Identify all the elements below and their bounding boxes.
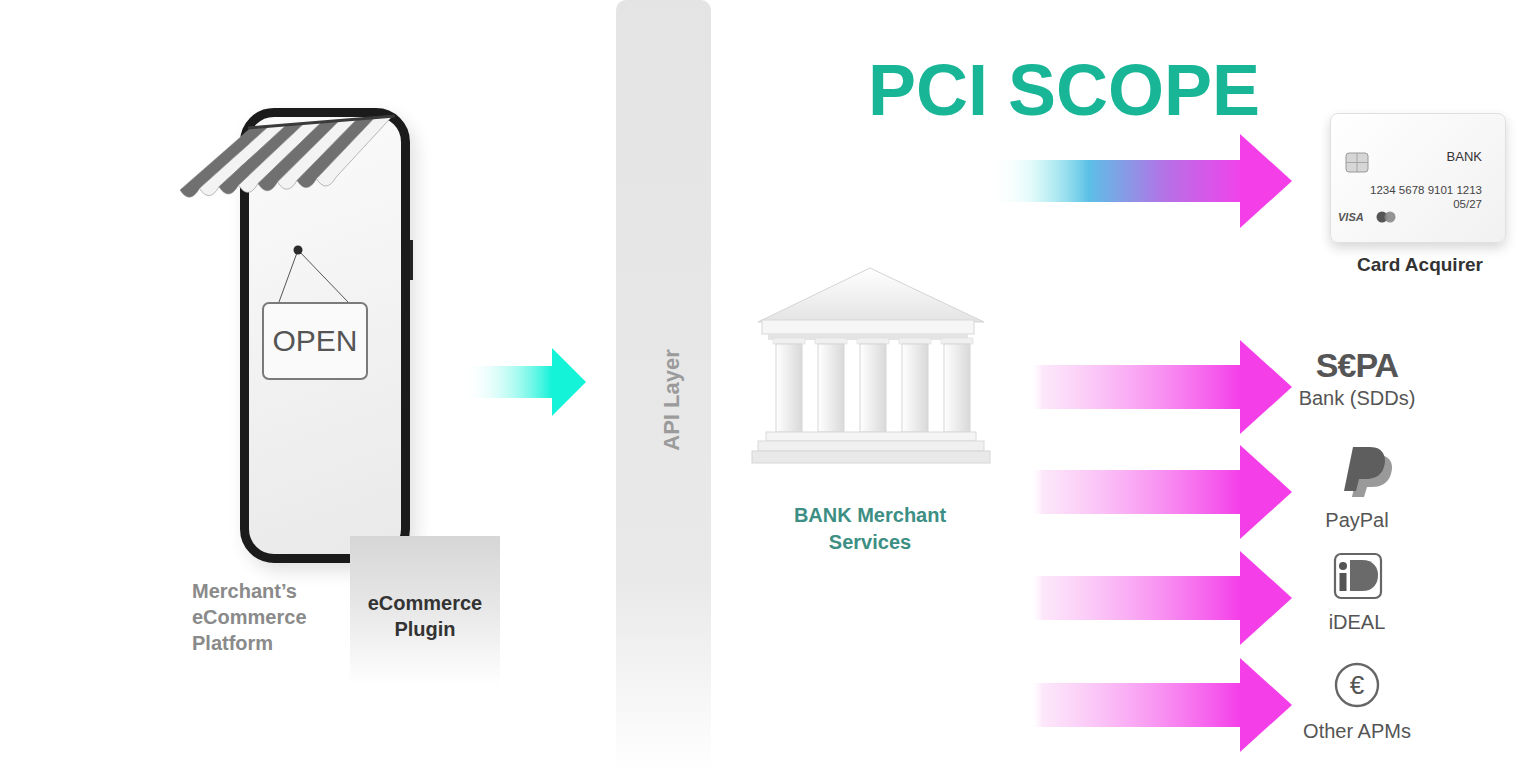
flow-arrow xyxy=(988,445,1292,539)
merchant-services: BANK Merchant Services xyxy=(752,265,988,565)
arrow-head xyxy=(1240,551,1292,645)
arrow-head xyxy=(1240,134,1292,228)
node-text: Bank (SDDs) xyxy=(1280,386,1434,410)
arrow-shaft xyxy=(988,683,1241,727)
node-text: PayPal xyxy=(1280,508,1434,532)
node-text: 1234 5678 9101 1213 xyxy=(1336,183,1482,197)
node-text: eCommerce Plugin xyxy=(350,590,500,642)
node-text: PCI SCOPE xyxy=(868,50,1298,130)
node-text: VISA xyxy=(1338,210,1376,224)
paypal-method: PayPal xyxy=(1290,443,1424,535)
card-brand-mark xyxy=(1377,212,1396,223)
node-text: API Layer xyxy=(659,300,685,500)
node-text: BANK Merchant Services xyxy=(752,502,988,556)
open-sign: OPEN xyxy=(262,302,368,380)
bank-building xyxy=(752,268,990,463)
phone-device: Merchant’s eCommerce PlatformOPEN xyxy=(240,108,410,563)
flow-arrow xyxy=(988,658,1292,752)
api-layer-band: API Layer xyxy=(616,0,711,774)
flow-arrow xyxy=(988,134,1292,228)
text-slot: PayPal xyxy=(1280,508,1434,532)
other-apm-method: €Other APMs xyxy=(1290,660,1424,746)
text-slot: VISA xyxy=(1338,210,1376,224)
payment-card: BANK1234 5678 9101 121305/27VISACard Acq… xyxy=(1330,113,1506,243)
text-slot: PCI SCOPE xyxy=(868,50,1298,130)
node-text: S€PA xyxy=(1280,346,1434,384)
ideal-method: iDEAL xyxy=(1290,550,1424,638)
sepa-method: S€PABank (SDDs) xyxy=(1290,345,1424,415)
arrow-head xyxy=(1240,658,1292,752)
node-text: Other APMs xyxy=(1280,719,1434,743)
arrow-head xyxy=(1240,340,1292,434)
text-slot: € xyxy=(1337,669,1377,701)
text-slot: BANK xyxy=(1410,149,1482,165)
arrow-shaft xyxy=(988,365,1241,409)
flow-arrow xyxy=(988,340,1292,434)
flow-arrow xyxy=(988,551,1292,645)
shop-awning xyxy=(180,116,395,197)
text-slot: Merchant’s eCommerce Platform xyxy=(192,578,342,656)
node-text: iDEAL xyxy=(1280,610,1434,634)
text-slot: iDEAL xyxy=(1280,610,1434,634)
text-slot: 1234 5678 9101 1213 xyxy=(1336,183,1482,197)
node-text: BANK xyxy=(1410,149,1482,165)
text-slot: OPEN xyxy=(264,304,366,378)
arrow-shaft xyxy=(410,366,553,398)
arrow-shaft xyxy=(988,470,1241,514)
node-text: Card Acquirer xyxy=(1320,253,1520,277)
arrow-shaft xyxy=(988,576,1241,620)
text-slot: BANK Merchant Services xyxy=(752,502,988,556)
ideal-icon xyxy=(1335,554,1381,598)
text-slot: Bank (SDDs) xyxy=(1280,386,1434,410)
text-slot: API Layer xyxy=(659,300,685,500)
plugin-box: eCommerce Plugin xyxy=(350,536,500,686)
text-slot: Other APMs xyxy=(1280,719,1434,743)
node-text: € xyxy=(1337,669,1377,701)
euro-icon-ring xyxy=(1336,664,1378,706)
arrow-shaft xyxy=(988,160,1241,202)
node-text: Merchant’s eCommerce Platform xyxy=(192,578,342,656)
flow-arrow xyxy=(410,348,586,416)
paypal-icon xyxy=(1344,447,1392,497)
arrow-head xyxy=(1240,445,1292,539)
text-slot: eCommerce Plugin xyxy=(350,590,500,642)
text-slot: Card Acquirer xyxy=(1320,253,1520,277)
card-chip xyxy=(1346,153,1368,172)
sign-hanger xyxy=(279,240,413,302)
node-text: 05/27 xyxy=(1410,197,1482,211)
text-slot: 05/27 xyxy=(1410,197,1482,211)
node-text: OPEN xyxy=(264,304,366,378)
text-slot: S€PA xyxy=(1280,346,1434,384)
arrow-head xyxy=(552,348,586,416)
